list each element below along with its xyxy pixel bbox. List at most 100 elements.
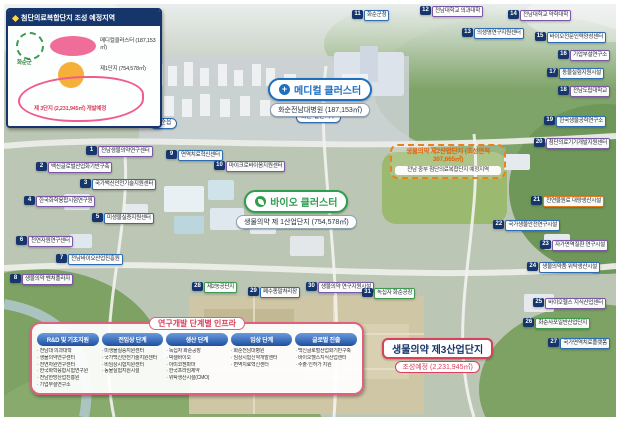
infra-item: 동물실험지원시설 bbox=[102, 368, 164, 375]
callout-label: 녹십자 화순공장 bbox=[374, 288, 416, 299]
callout-number-badge: 12 bbox=[420, 6, 431, 15]
legend-item-hwasun: 화순군 bbox=[17, 60, 32, 66]
infra-item: 면역치료혁신센터 bbox=[231, 362, 293, 369]
legend-complex3-label: 제 3단지 (2,231,945㎡) bbox=[34, 106, 86, 112]
callout-label: 전남바이오산업진흥원 bbox=[68, 254, 123, 265]
infra-item: 수출·인허가 지원 bbox=[295, 362, 357, 369]
callout-label: 전남대학교 의과대학 bbox=[432, 6, 484, 17]
callout-number-badge: 10 bbox=[214, 161, 225, 170]
callout-number-badge: 31 bbox=[362, 288, 373, 297]
infra-item: 녹십자 화순공장 bbox=[166, 348, 228, 355]
callout-label: 기업부설연구소 bbox=[569, 50, 610, 61]
hwasun-circle bbox=[16, 32, 44, 60]
bio-cluster-title: 바이오 클러스터 bbox=[270, 198, 338, 209]
callout-label: 화순군청 bbox=[364, 10, 390, 21]
callout-label: 제2농공단지 bbox=[204, 282, 238, 293]
infra-item: 한국프라임제약 bbox=[166, 368, 228, 375]
infra-item: 임상시험신약개발센터 bbox=[231, 355, 293, 362]
callout-number-badge: 30 bbox=[306, 282, 317, 291]
callout-label: 천연자원연구센터 bbox=[28, 236, 73, 247]
complex3-outline bbox=[18, 76, 144, 122]
callout-number-badge: 1 bbox=[86, 146, 97, 155]
callout-label: 바이오전문인력양성센터 bbox=[546, 32, 606, 43]
callout-number-badge: 21 bbox=[531, 196, 543, 205]
callout-label: 첨단의료기기개발지원센터 bbox=[545, 138, 610, 149]
callout-label: 전남도립대학교 bbox=[569, 86, 610, 97]
infra-item: 생물의약연구센터 bbox=[37, 355, 99, 362]
infra-item: 바이오헬스지식산업센터 bbox=[295, 355, 357, 362]
leaf-icon bbox=[255, 196, 267, 207]
callout-number-badge: 15 bbox=[534, 32, 546, 41]
medical-cross-icon: + bbox=[279, 84, 290, 95]
infra-item: 천연자원연구센터 bbox=[37, 362, 99, 369]
callout-number-badge: 18 bbox=[557, 86, 569, 95]
infra-item: 전남한방산업진흥원 bbox=[37, 375, 99, 382]
callout-label: 전남대학교 약학대학 bbox=[520, 10, 572, 21]
callout-number-badge: 8 bbox=[10, 274, 21, 283]
infra-item: 백신글로벌산업화기반구축 bbox=[295, 348, 357, 355]
callout-label: 전남생물의약연구센터 bbox=[98, 146, 153, 157]
callout-label: 생물의약품 위탁생산시설 bbox=[539, 262, 600, 273]
infra-item-list: 녹십자 화순공장박셀바이오아미코젠파마한국프라임제약위탁생산시설(CMO) bbox=[166, 348, 228, 382]
infra-table-title: 연구개발 단계별 인프라 bbox=[148, 317, 246, 330]
infra-item: 화순전남대병원 bbox=[231, 348, 293, 355]
callout-number-badge: 11 bbox=[352, 10, 363, 19]
callout-label: 동물실험지원시설 bbox=[559, 68, 604, 79]
complex2-box: 생물의약 제2산업단지 (조성면적 307,665㎡) 전남 중부 첨단의료복합… bbox=[390, 144, 506, 180]
infra-item: 위탁생산시설(CMO) bbox=[166, 375, 228, 382]
complex3-subtitle: 조성예정 (2,231,945㎡) bbox=[395, 361, 480, 373]
callout-number-badge: 6 bbox=[16, 236, 27, 245]
callout-number-badge: 28 bbox=[192, 282, 203, 291]
callout-label: 폐수종말처리장 bbox=[260, 287, 301, 298]
callout-number-badge: 27 bbox=[548, 338, 560, 347]
infra-item: 전남대 의과대학 bbox=[37, 348, 99, 355]
infra-item-list: 화순전남대병원임상시험신약개발센터면역치료혁신센터 bbox=[231, 348, 293, 368]
infra-item-list: 미생물실증지원센터국가백신안전기술지원센터비임상시험지원센터동물실험지원시설 bbox=[102, 348, 164, 375]
bio-cluster-subtitle: 생물의약 제 1산업단지 (754,578㎡) bbox=[236, 215, 357, 229]
callout-number-badge: 19 bbox=[544, 116, 556, 125]
callout-label: 한국생물공학연구소 bbox=[556, 116, 606, 127]
complex2-note: 전남 중부 첨단의료복합단지 예정지역 bbox=[395, 166, 501, 176]
legend-title: 첨단의료복합단지 조성 예정지역 bbox=[21, 15, 116, 22]
callout-number-badge: 29 bbox=[248, 287, 259, 296]
legend-item-complex1: 제1단지 (754,578㎡) bbox=[100, 66, 146, 72]
medical-cluster-title: 메디컬 클러스터 bbox=[294, 86, 362, 97]
infra-item-list: 전남대 의과대학생물의약연구센터천연자원연구센터한국화학융합시험연구원전남한방산… bbox=[37, 348, 99, 389]
infra-column-header: 생산 단계 bbox=[166, 333, 228, 346]
infra-column: 임상 단계화순전남대병원임상시험신약개발센터면역치료혁신센터 bbox=[230, 333, 293, 389]
callout-number-badge: 16 bbox=[557, 50, 569, 59]
infra-item: 한국화학융합시험연구원 bbox=[37, 368, 99, 375]
infra-column-header: 글로벌 진출 bbox=[295, 333, 357, 346]
infra-column-header: R&D 및 기초지원 bbox=[37, 333, 99, 346]
medical-ellipse bbox=[50, 36, 96, 56]
infra-item: 국가백신안전기술지원센터 bbox=[102, 355, 164, 362]
infra-item: 미생물실증지원센터 bbox=[102, 348, 164, 355]
callout-number-badge: 24 bbox=[527, 262, 539, 271]
infra-column: 생산 단계녹십자 화순공장박셀바이오아미코젠파마한국프라임제약위탁생산시설(CM… bbox=[166, 333, 228, 389]
callout-number-badge: 13 bbox=[462, 28, 473, 37]
